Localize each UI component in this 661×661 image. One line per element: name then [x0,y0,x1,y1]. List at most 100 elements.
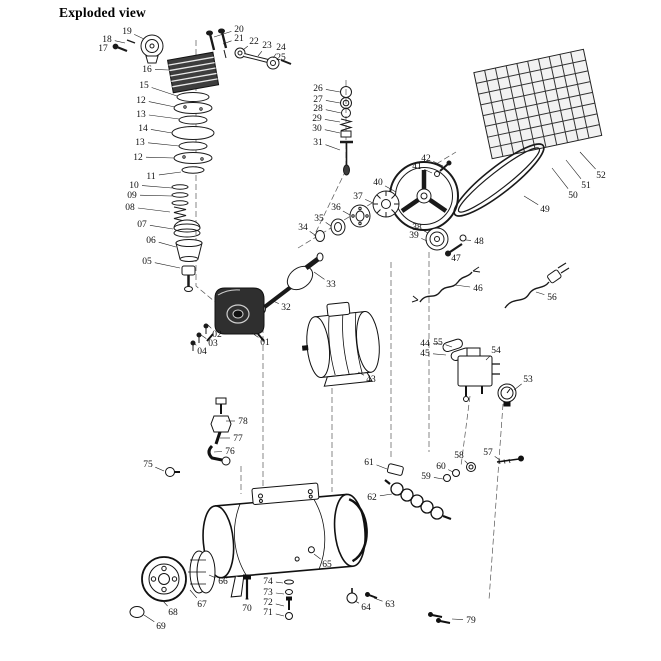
leader-line-12 [145,156,175,159]
part-label-61: 61 [364,458,374,468]
leader-line-42 [433,161,444,167]
part-label-20: 20 [234,25,244,35]
part-label-65: 65 [322,560,332,570]
leader-line-01 [251,332,259,338]
leader-line-16 [154,69,170,71]
leader-line-46 [454,284,471,288]
part-label-10: 10 [129,181,139,191]
mounting-bolts [190,323,209,351]
part-label-54: 54 [491,346,501,356]
flex-hose [384,479,452,521]
part-label-55: 55 [433,338,443,348]
idler-pulley [425,227,449,251]
part-label-79: 79 [466,616,476,626]
leader-line-14 [150,129,173,134]
leader-line-53 [513,383,522,391]
leader-line-09 [139,194,173,197]
leader-line-45 [432,353,447,356]
leader-line-13 [147,142,180,147]
part-label-28: 28 [313,104,323,114]
leader-line-68 [162,600,168,607]
part-label-17: 17 [98,44,108,54]
part-label-50: 50 [568,191,578,201]
connecting-rod [234,47,292,70]
leader-line-23 [257,51,263,57]
part-label-21: 21 [234,34,244,44]
leader-line-44 [432,343,442,345]
leader-line-79 [451,618,464,620]
leader-line-30 [324,129,341,134]
leader-line-64 [354,600,360,604]
leader-line-22 [242,45,248,51]
pressure-switch [457,347,500,402]
leader-line-51 [565,159,582,179]
part-label-66: 66 [218,577,228,587]
part-label-73: 73 [263,588,273,598]
part-label-51: 51 [581,181,591,191]
leader-line-36 [342,210,351,216]
leader-line-40 [384,185,397,193]
leader-line-19 [134,34,145,40]
part-label-76: 76 [225,447,235,457]
axle-bolt [243,574,251,600]
part-label-26: 26 [313,84,323,94]
part-label-77: 77 [233,434,243,444]
leader-line-15 [151,87,178,97]
part-label-72: 72 [263,598,273,608]
part-label-34: 34 [298,223,308,233]
part-label-63: 63 [385,600,395,610]
part-label-62: 62 [367,493,377,503]
leader-line-76 [213,451,223,453]
leader-line-69 [143,614,155,622]
leader-line-26 [325,89,341,93]
part-label-78: 78 [238,417,248,427]
part-label-36: 36 [331,203,341,213]
leader-line-31 [325,144,341,151]
leader-line-61 [376,464,388,470]
part-label-48: 48 [474,237,484,247]
part-label-18: 18 [102,35,112,45]
part-label-16: 16 [142,65,152,75]
leader-line-24 [272,53,277,59]
fastener-set [284,579,294,620]
leader-line-12 [148,101,176,108]
valve-plate-stack [171,92,215,174]
part-label-57: 57 [483,448,493,458]
leader-line-34 [309,231,316,236]
part-label-14: 14 [138,124,148,134]
leader-line-04 [193,342,197,346]
part-label-22: 22 [249,37,259,47]
leader-line-72 [275,603,285,607]
crankshaft [258,252,324,314]
motor-cable [411,266,481,303]
leader-line-57 [494,456,501,461]
leader-line-63 [373,597,383,602]
wheels [141,550,216,602]
cylinder-head [166,51,220,94]
leader-line-13 [148,114,180,120]
part-label-71: 71 [263,608,273,618]
part-label-24: 24 [276,43,286,53]
cooler-grid [473,48,603,160]
leader-line-59 [433,477,444,480]
part-labels: 0102030405060708091011121314131215161718… [98,25,606,632]
drive-belt [453,143,545,217]
leader-line-07 [149,225,174,230]
leader-line-75 [155,466,165,472]
leader-line-37 [365,199,374,204]
shaft-bolt-washer [445,234,467,257]
head-bolts [206,28,228,61]
valve-seat-cup [175,239,203,262]
leader-line-43 [357,371,365,376]
leader-line-73 [275,592,285,595]
part-label-07: 07 [137,220,147,230]
outlet-fittings [386,455,524,482]
part-label-37: 37 [353,192,363,202]
part-label-39: 39 [409,231,419,241]
leader-line-50 [551,167,569,189]
leader-line-74 [275,581,284,584]
tank-drain-parts [346,588,378,604]
piston-pin-set [339,86,354,138]
leader-line-28 [325,109,342,114]
